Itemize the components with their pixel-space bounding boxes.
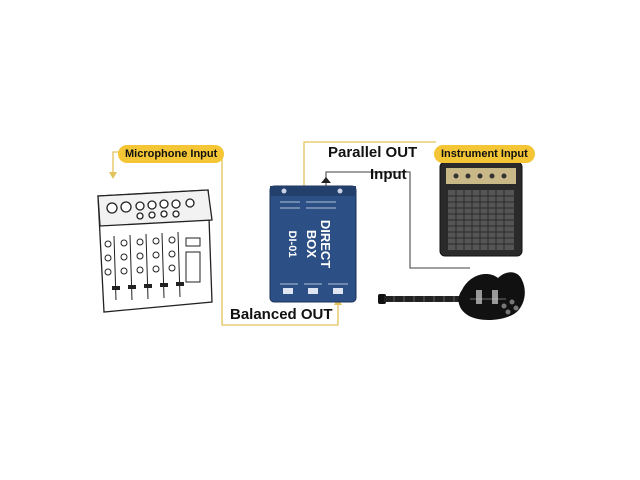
parallel-out-label: Parallel OUT xyxy=(328,144,418,161)
direct-box-line1: DIRECT xyxy=(318,220,333,268)
parallel-out-cable xyxy=(303,141,436,186)
direct-box-device: DIRECT BOX DI-01 xyxy=(269,185,357,303)
electric-guitar-icon xyxy=(378,272,525,320)
direct-box-model: DI-01 xyxy=(286,231,298,258)
input-arrow-icon xyxy=(321,177,331,183)
direct-box-line2: BOX xyxy=(304,230,319,259)
guitar-amp-icon xyxy=(439,161,523,257)
mic-arrow-icon xyxy=(109,172,117,179)
instrument-input-label: Instrument Input xyxy=(434,145,535,163)
microphone-input-label: Microphone Input xyxy=(118,145,225,163)
input-label: Input xyxy=(370,166,407,183)
balanced-out-label: Balanced OUT xyxy=(230,306,333,323)
input-cable xyxy=(325,171,470,269)
mixer-icon xyxy=(97,189,213,313)
mic-cable xyxy=(112,151,120,175)
